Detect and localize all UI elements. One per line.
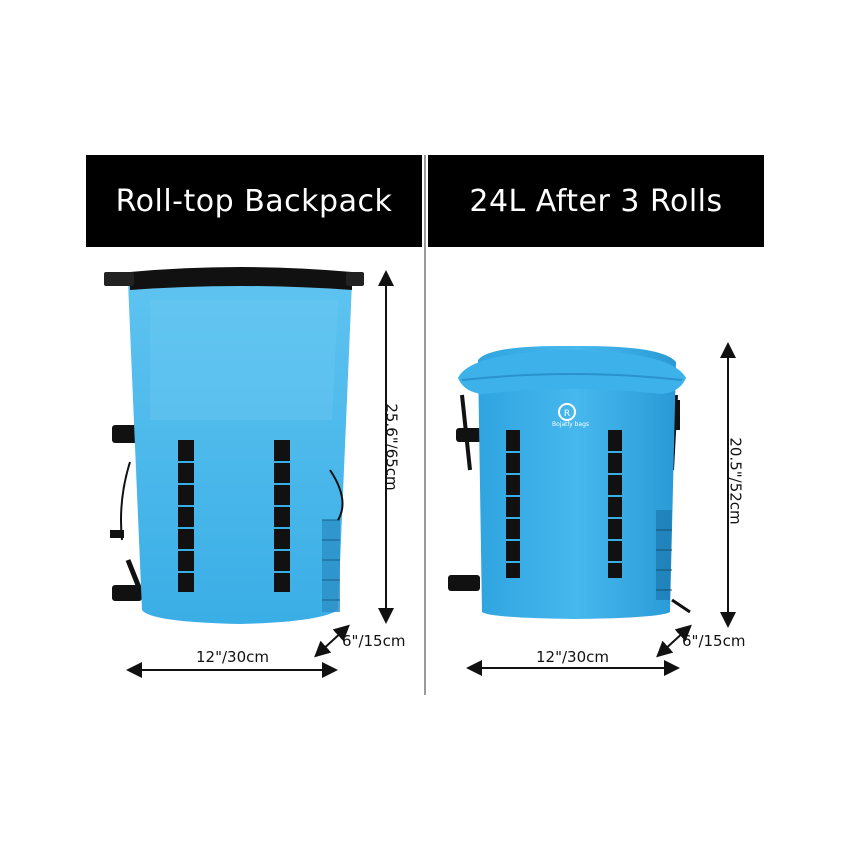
left-title: Roll-top Backpack xyxy=(115,183,393,219)
left-height-label: 25.6"/65cm xyxy=(382,403,401,491)
left-depth-arrow xyxy=(314,624,350,658)
left-bag-buckle-left xyxy=(104,272,134,286)
right-height-label: 20.5"/52cm xyxy=(726,437,745,525)
left-bag-buckle-right xyxy=(346,272,364,286)
left-backpack xyxy=(104,267,364,624)
brand-logo-icon xyxy=(558,403,576,421)
right-depth-label: 6"/15cm xyxy=(682,632,746,650)
panel-divider xyxy=(424,155,426,695)
right-width-label: 12"/30cm xyxy=(536,648,609,666)
right-depth-arrow xyxy=(656,624,692,658)
left-depth-label: 6"/15cm xyxy=(342,632,406,650)
left-bag-daisy-chain-2 xyxy=(274,440,290,592)
brand-logo-text: Bojatly bags xyxy=(552,421,590,428)
left-bag-daisy-chain-1 xyxy=(178,440,194,592)
svg-text:R: R xyxy=(564,409,570,419)
right-backpack: R xyxy=(448,345,691,619)
left-width-label: 12"/30cm xyxy=(196,648,269,666)
left-bag-side-buckle-2 xyxy=(112,585,142,601)
right-title: 24L After 3 Rolls xyxy=(469,183,723,219)
left-title-banner: Roll-top Backpack xyxy=(86,155,422,247)
left-bag-roll-strap xyxy=(130,267,352,290)
right-title-banner: 24L After 3 Rolls xyxy=(428,155,764,247)
